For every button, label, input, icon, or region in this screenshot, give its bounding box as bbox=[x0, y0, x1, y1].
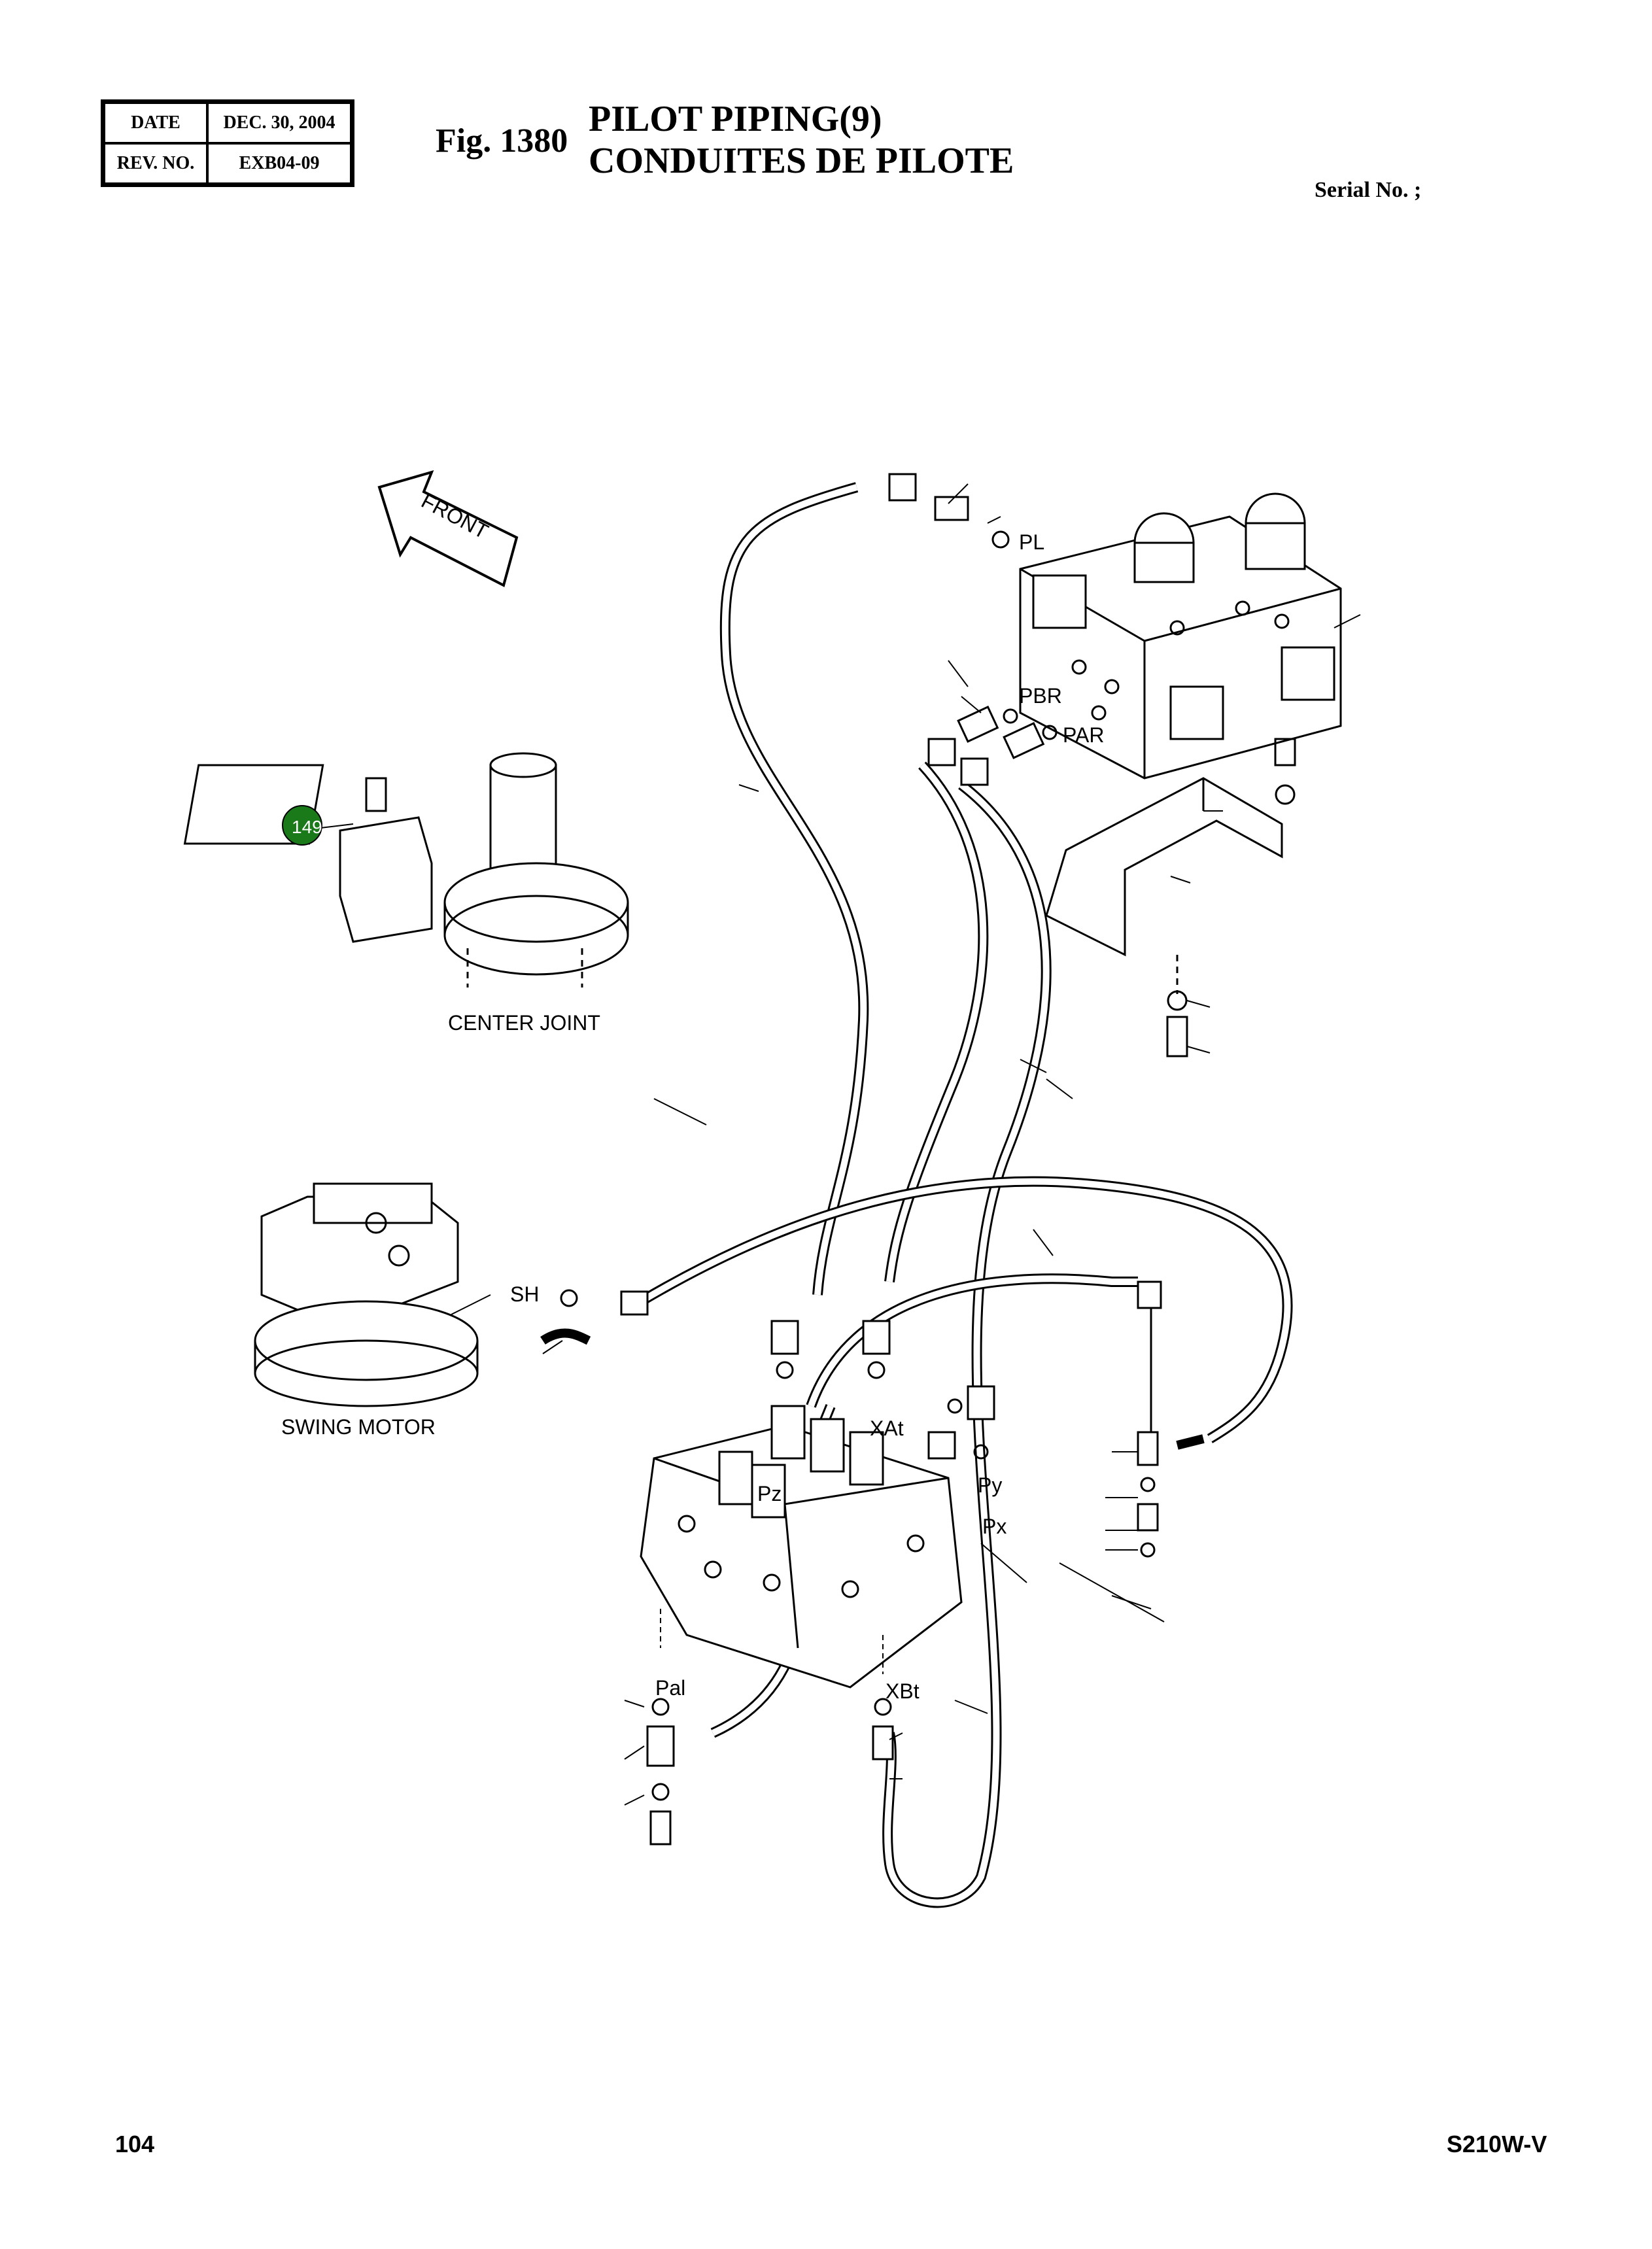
bracket-bolts bbox=[1166, 738, 1296, 1057]
callout-149: 149 bbox=[282, 805, 354, 846]
pilot-valve-block bbox=[1019, 492, 1342, 780]
swing-motor-label: SWING MOTOR bbox=[281, 1415, 436, 1439]
port-label-par: PAR bbox=[1063, 723, 1104, 747]
front-arrow: FRONT bbox=[377, 470, 519, 587]
callout-number: 149 bbox=[292, 817, 322, 837]
leader-lines bbox=[451, 483, 1361, 1806]
page-number: 104 bbox=[115, 2131, 155, 2157]
port-label-px: Px bbox=[982, 1515, 1007, 1538]
page-title: PILOT PIPING(9) bbox=[589, 99, 882, 139]
date-value: DEC. 30, 2004 bbox=[207, 103, 351, 143]
sh-fitting bbox=[540, 1289, 649, 1345]
swing-motor bbox=[254, 1182, 479, 1407]
center-joint bbox=[183, 752, 629, 987]
port-label-pbr: PBR bbox=[1019, 684, 1062, 708]
rev-label: REV. NO. bbox=[104, 143, 207, 184]
model-name: S210W-V bbox=[1447, 2131, 1547, 2157]
control-valve bbox=[640, 1405, 963, 1689]
revision-table: DATE DEC. 30, 2004 REV. NO. EXB04-09 bbox=[101, 99, 354, 187]
center-joint-label: CENTER JOINT bbox=[448, 1011, 600, 1035]
port-label-xat: XAt bbox=[870, 1416, 904, 1440]
valve-bracket bbox=[1045, 777, 1283, 957]
date-label: DATE bbox=[104, 103, 207, 143]
port-label-pal: Pal bbox=[655, 1676, 685, 1700]
port-label-sh: SH bbox=[510, 1282, 539, 1306]
port-label-xbt: XBt bbox=[886, 1679, 920, 1703]
serial-number: Serial No. ; bbox=[1315, 178, 1422, 202]
port-label-pl: PL bbox=[1019, 530, 1044, 554]
figure-number: Fig. 1380 bbox=[436, 122, 568, 160]
port-label-pz: Pz bbox=[757, 1482, 782, 1505]
lower-fittings bbox=[646, 1280, 1205, 1846]
port-label-py: Py bbox=[978, 1473, 1002, 1497]
rev-value: EXB04-09 bbox=[207, 143, 351, 184]
upper-fittings bbox=[888, 473, 1058, 786]
page-subtitle: CONDUITES DE PILOTE bbox=[589, 141, 1014, 181]
callout-circle bbox=[282, 805, 322, 846]
